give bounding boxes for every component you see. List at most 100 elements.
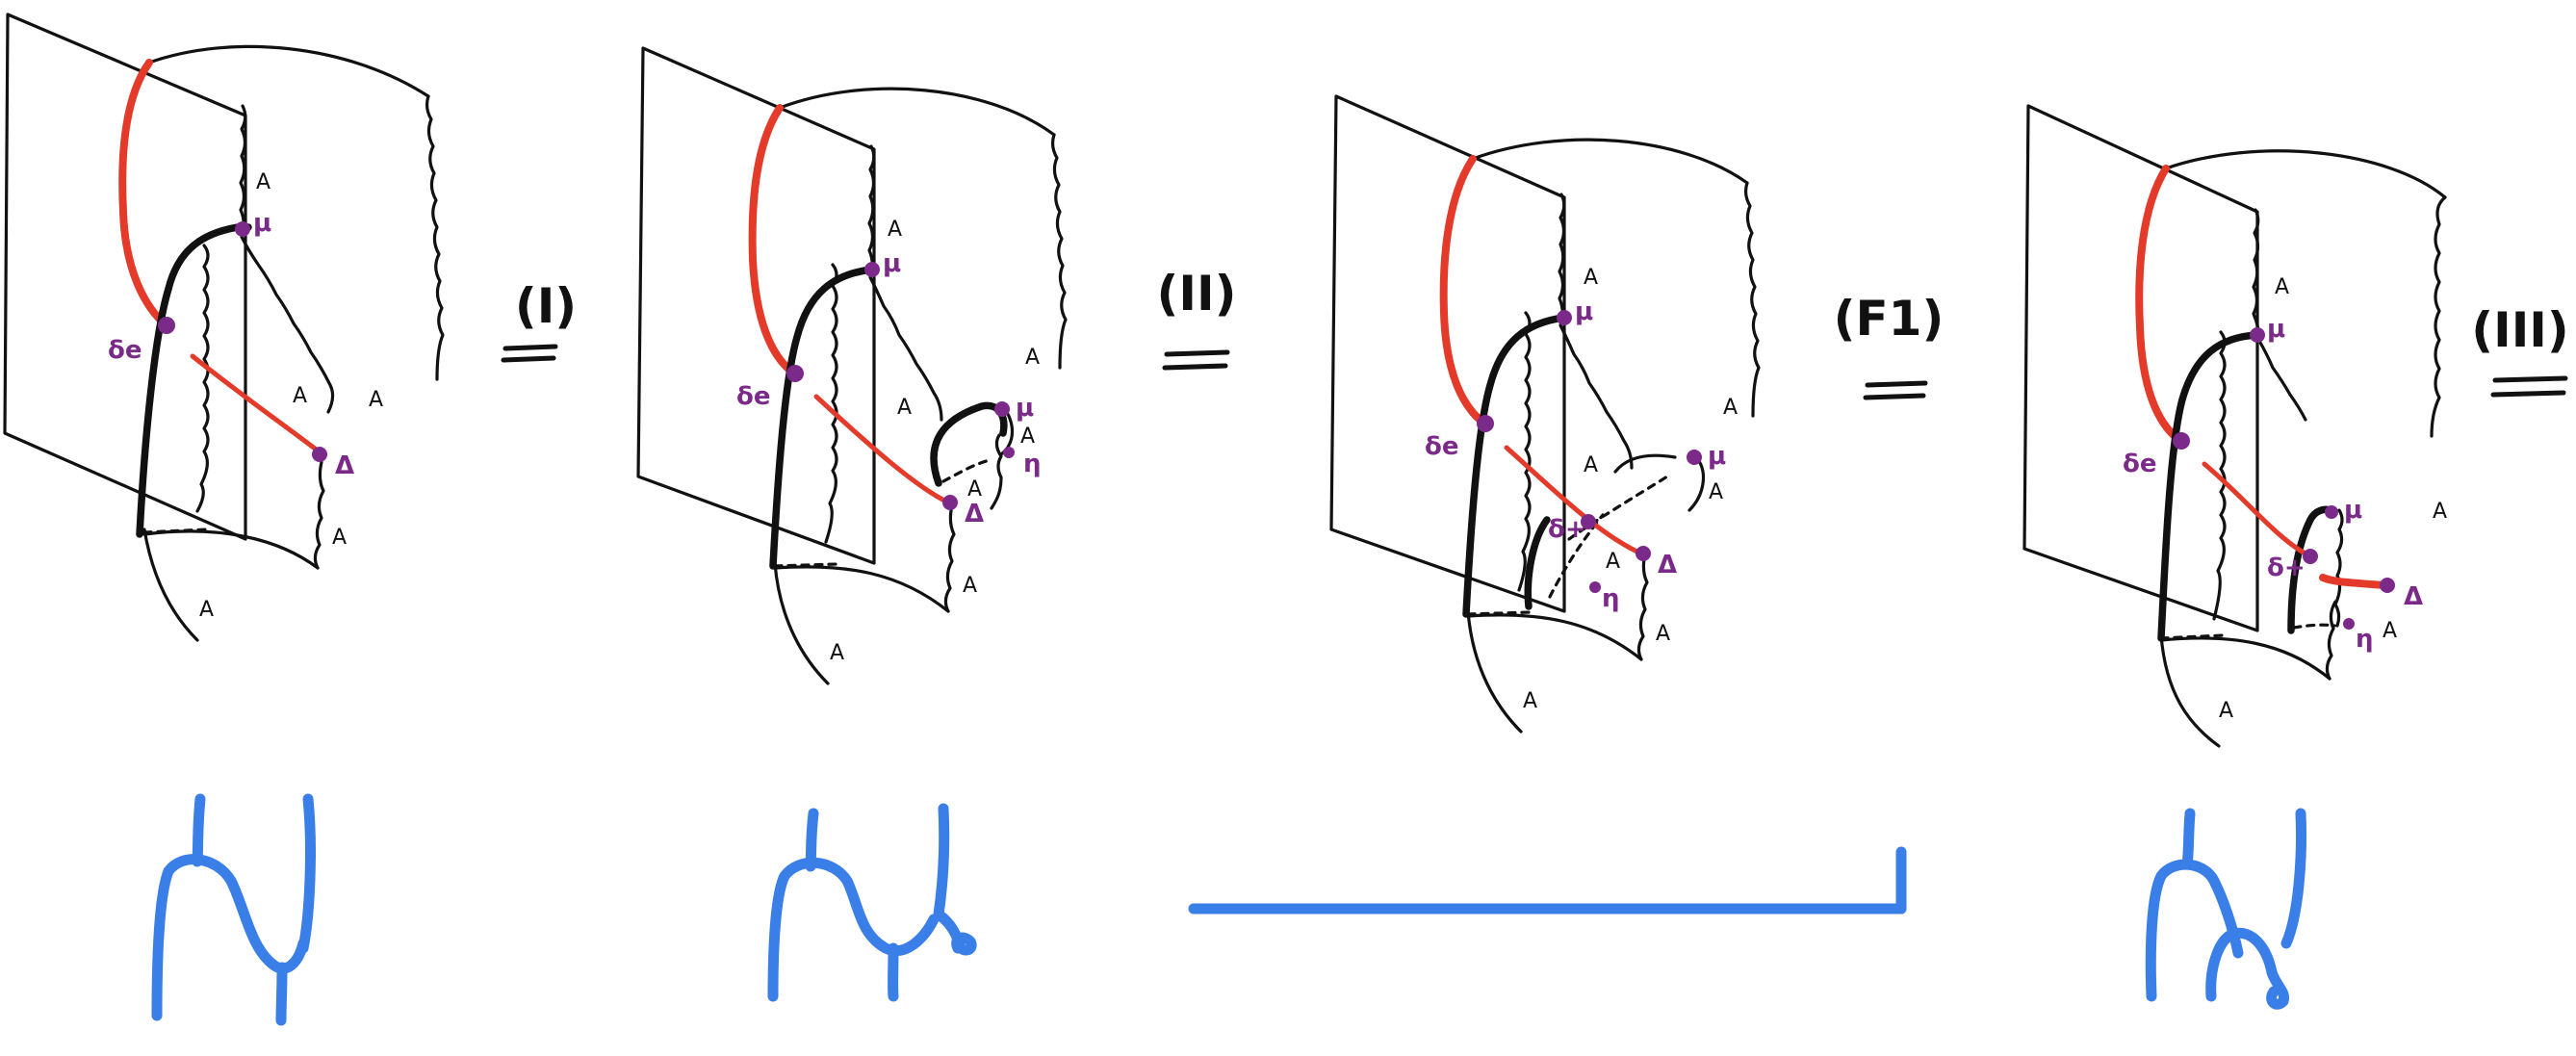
lower-sheet-curve: [2159, 633, 2221, 748]
bubble-wavy: [2333, 508, 2344, 628]
move-label-1: (I): [501, 278, 577, 363]
vertex-delta-e: [158, 317, 175, 334]
seam-red-lower: [190, 353, 325, 457]
vertex-delta-plus: [2303, 549, 2318, 564]
equals-line-bottom: [1863, 393, 1926, 400]
equals-line-top: [2492, 375, 2568, 383]
bubble-dashed: [941, 458, 992, 483]
string-diagram-2: [767, 803, 977, 1002]
lower-sheet-curve: [142, 528, 199, 642]
thick-arc: [136, 222, 249, 538]
label-mu: μ: [2267, 315, 2285, 344]
lower-wavy: [2325, 600, 2337, 681]
move-label-4: (III): [2471, 302, 2569, 398]
bubble-loop: [930, 401, 1008, 487]
back-sheet-top: [147, 44, 430, 98]
vertex-Delta: [2380, 578, 2395, 593]
equals-line-top: [502, 344, 558, 351]
label-A: A: [256, 170, 270, 194]
equals-line-top: [1164, 349, 1230, 357]
bubble-dashed: [1567, 475, 1669, 541]
vertex-mu: [2250, 327, 2265, 343]
equals-line-bottom: [2490, 390, 2566, 398]
label-Delta: Δ: [965, 500, 984, 528]
seam-red: [1439, 155, 1488, 427]
vertex-mu-2: [994, 401, 1010, 417]
wavy-edge-left: [239, 104, 335, 414]
label-A: A: [2383, 619, 2397, 643]
label-A: A: [332, 526, 347, 550]
bubble-dashed: [2292, 623, 2336, 630]
label-eta: η: [2356, 625, 2374, 654]
lower-sheet-bottom: [142, 529, 320, 570]
bubble-right: [1687, 455, 1705, 512]
label-A: A: [2219, 699, 2233, 723]
string-loop: [933, 909, 977, 956]
label-A: A: [1025, 346, 1040, 370]
label-A: A: [897, 396, 912, 420]
label-A: A: [2275, 275, 2289, 299]
lower-wavy: [1636, 552, 1649, 661]
wavy-edge-right: [1050, 133, 1068, 370]
seam-red-bar: [2319, 574, 2388, 589]
move-label-2: (II): [1157, 266, 1236, 371]
strand-front: [195, 244, 210, 513]
string-diagram-1: [151, 793, 316, 1026]
move-label-3: (F1): [1834, 291, 1944, 400]
wavy-edge-left: [2252, 208, 2307, 422]
seam-red: [118, 59, 172, 331]
string-right-up: [2280, 808, 2306, 949]
label-delta-plus: δ+: [2267, 554, 2306, 582]
plane: [2022, 104, 2259, 632]
vertex-Delta: [312, 447, 327, 462]
label-A: A: [293, 384, 307, 408]
surface-panel-4: μ δe μ δ+ Δ η A A A A: [2022, 104, 2447, 748]
label-A: A: [199, 598, 214, 622]
label-delta-e: δe: [2123, 450, 2157, 478]
vertex-mu-2: [1687, 450, 1702, 465]
vertex-mu: [235, 221, 250, 237]
surface-panel-3: μ δe Δ μ δ+ η A A A A A A A: [1329, 94, 1761, 734]
seam-red: [2135, 165, 2184, 445]
label-eta: η: [1023, 450, 1042, 478]
bubble-top: [1613, 453, 1677, 474]
strand-front: [1517, 311, 1532, 592]
vertex-delta-e: [2173, 432, 2190, 450]
string-left-stem: [2181, 808, 2196, 870]
label-A: A: [369, 388, 383, 412]
lower-dashed: [142, 528, 209, 534]
label-delta-e: δe: [1425, 432, 1459, 461]
strand-front: [824, 263, 838, 544]
wavy-edge-left: [867, 144, 943, 422]
lower-sheet-bottom: [2159, 636, 2331, 681]
label-Delta: Δ: [2404, 582, 2423, 611]
move-label-text: (III): [2471, 302, 2569, 358]
label-A: A: [1523, 689, 1537, 713]
equals-line-top: [1865, 380, 1928, 388]
string-arch: [2145, 859, 2244, 1002]
label-eta: η: [1602, 584, 1620, 613]
lower-dashed: [1466, 610, 1533, 616]
lower-sheet-curve: [1466, 609, 1523, 734]
label-A: A: [830, 641, 844, 665]
bubble-outer: [990, 433, 1003, 510]
equals-line-bottom: [1162, 363, 1228, 371]
label-delta-plus: δ+: [1548, 515, 1586, 544]
label-mu-2: μ: [1708, 442, 1726, 471]
string-right-down: [275, 962, 288, 1026]
lower-sheet-curve: [773, 561, 830, 685]
vertex-delta-e: [786, 365, 804, 382]
label-A: A: [888, 218, 902, 242]
seam-red: [748, 104, 798, 377]
label-mu-2: μ: [2344, 496, 2362, 525]
lower-sheet-bottom: [773, 565, 950, 613]
label-A: A: [967, 477, 982, 502]
string-diagram-3-identity: [1188, 846, 1907, 914]
string-lower-arch: [2205, 927, 2278, 1002]
vertex-Delta: [942, 495, 958, 510]
label-Delta: Δ: [1658, 551, 1677, 580]
string-right-up: [297, 793, 316, 954]
plane: [1329, 94, 1566, 613]
label-A: A: [1723, 396, 1738, 420]
bubble-dashed-2: [1548, 513, 1605, 599]
